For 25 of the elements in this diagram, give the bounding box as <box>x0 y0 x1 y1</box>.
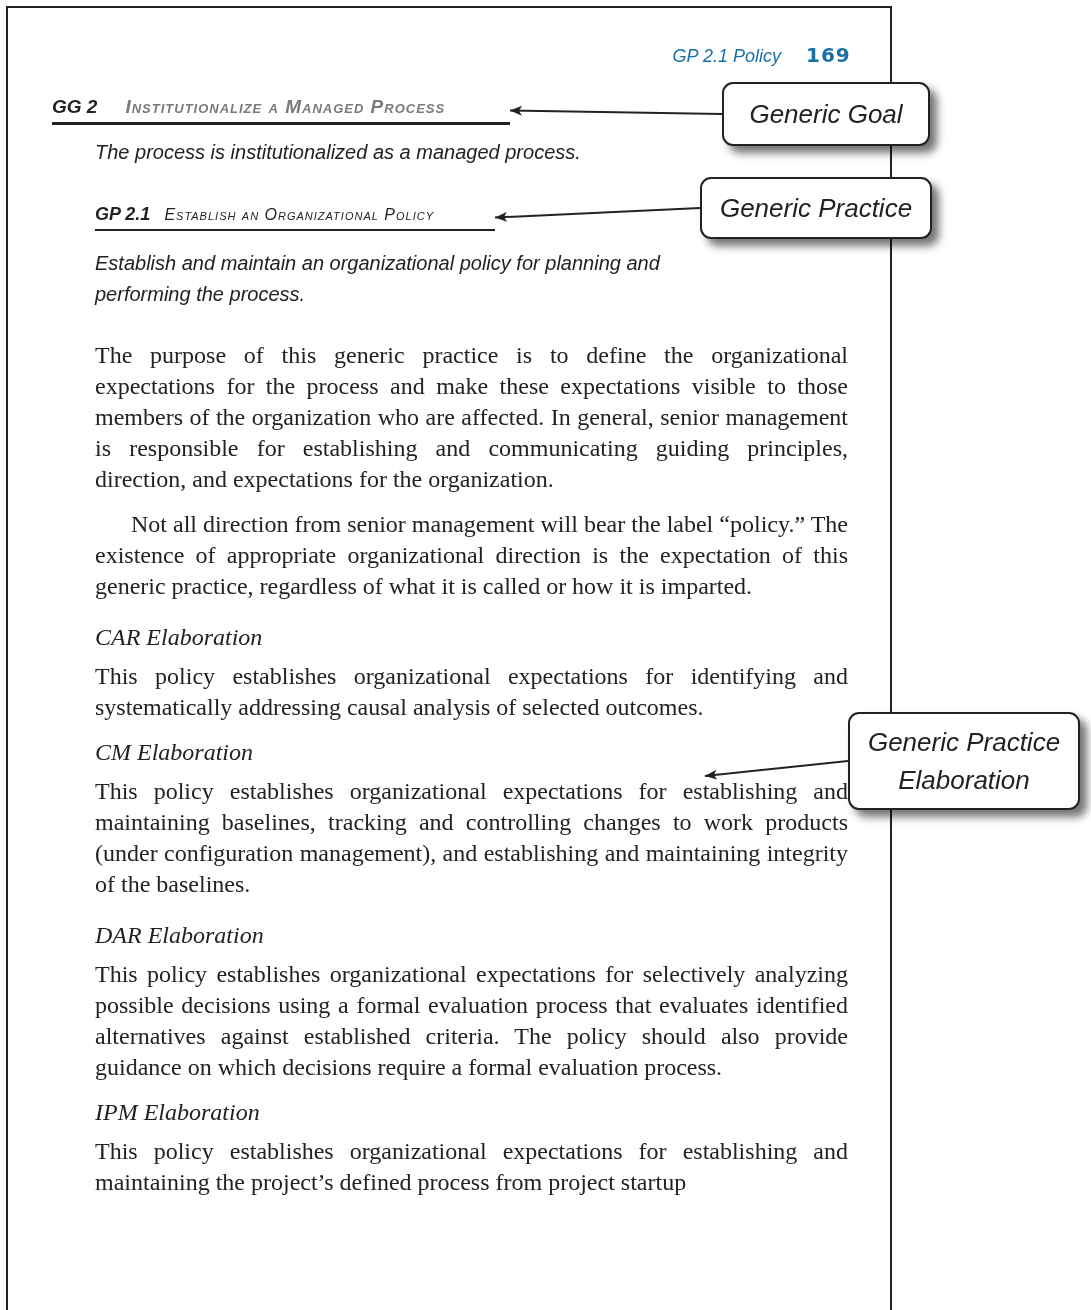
callout-box: Generic Practice <box>700 177 932 239</box>
paragraph: This policy establishes organizational expectations for establishing and maintaining the project’s defined process from project startup <box>95 1137 848 1197</box>
callout-box: Generic Goal <box>722 82 930 146</box>
arrow <box>494 207 701 222</box>
section-heading <box>95 204 495 231</box>
section-subheading: CM Elaboration <box>95 738 254 767</box>
section-subheading: CAR Elaboration <box>95 623 264 652</box>
heading-title: Institutionalize a Managed Process <box>125 96 446 117</box>
running-head: GP 2.1 Policy <box>672 46 781 67</box>
arrow <box>509 105 723 116</box>
paragraph: This policy establishes organizational expectations for selectively analyzing possible decisions using a formal evaluation process that evaluates identified alternatives against established criteria. The policy should also provide guidance on which decisions require a formal evaluation process. <box>95 960 848 1082</box>
section-subheading: IPM Elaboration <box>95 1098 261 1127</box>
paragraph: The purpose of this generic practice is to define the organizational expectations for the process and make these expectations visible to those members of the organization who are affected. In general, senior management is responsible for establishing and communicating guiding principles, direction, and expectations for the organization. <box>95 341 848 494</box>
goal-statement: The process is institutionalized as a managed process. <box>95 141 581 164</box>
paragraph: Not all direction from senior management will bear the label “policy.” The existence of appropriate organizational direction is the expectation of this generic practice, regardless of what it is called or how it is imparted. <box>95 510 848 601</box>
heading-number: GG 2 <box>52 96 98 117</box>
arrow <box>703 760 849 780</box>
callout-box: Generic Practice Elaboration <box>848 712 1080 810</box>
page-number: 169 <box>806 43 851 67</box>
paragraph: This policy establishes organizational expectations for establishing and maintaining baselines, tracking and controlling changes to work products (under configuration management), and establishing and maintaining integrity of the baselines. <box>95 776 848 900</box>
practice-statement: Establish and maintain an organizational policy for planning and performing the process. <box>95 251 662 307</box>
section-subheading: DAR Elaboration <box>95 921 265 950</box>
heading-title: Establish an Organizational Policy <box>164 206 434 223</box>
heading-number: GP 2.1 <box>95 204 151 224</box>
paragraph: This policy establishes organizational expectations for identifying and systematically addressing causal analysis of selected outcomes. <box>95 662 848 722</box>
